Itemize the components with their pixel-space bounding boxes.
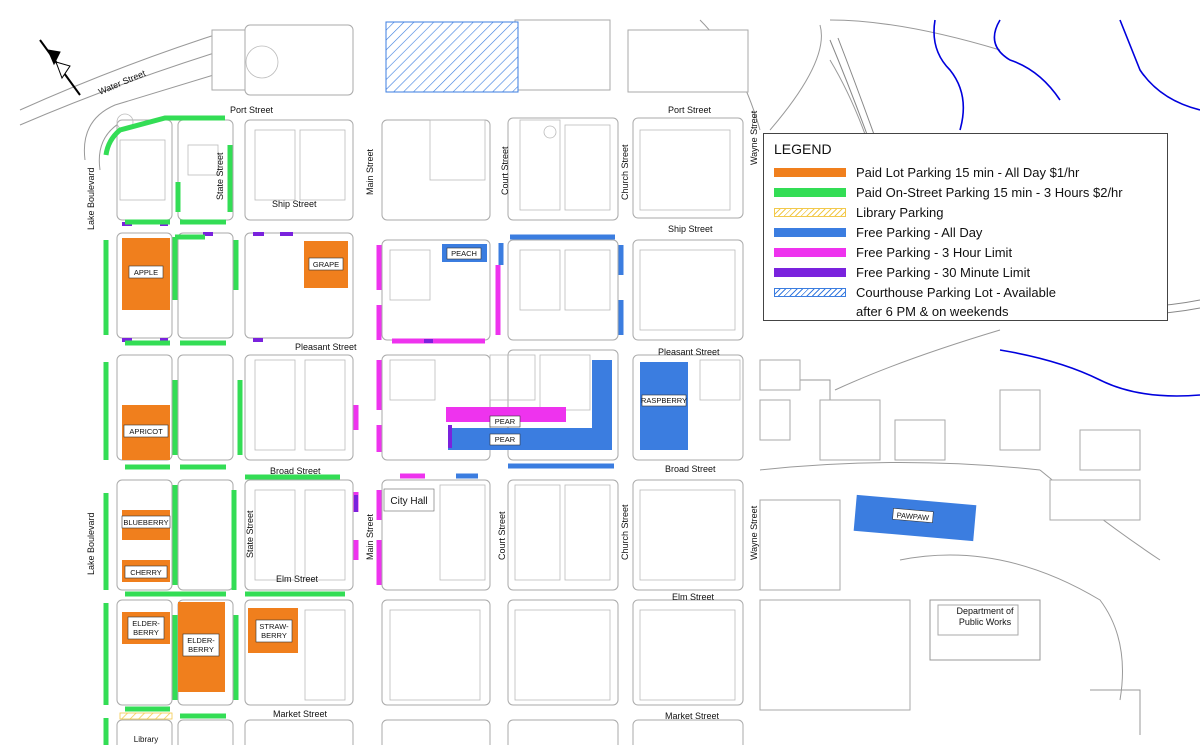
label-court-street: Court Street bbox=[500, 146, 510, 195]
svg-text:APPLE: APPLE bbox=[134, 268, 158, 277]
svg-text:PEACH: PEACH bbox=[451, 249, 477, 258]
library-parking bbox=[119, 712, 173, 720]
label-church-street-2: Church Street bbox=[620, 504, 630, 560]
svg-text:APRICOT: APRICOT bbox=[129, 427, 163, 436]
legend-item-paid-street: Paid On-Street Parking 15 min - 3 Hours … bbox=[774, 183, 1157, 203]
label-main-street-2: Main Street bbox=[365, 513, 375, 560]
lot-label-apple: APPLE bbox=[128, 265, 164, 279]
svg-text:STRAW-: STRAW- bbox=[259, 622, 289, 631]
free-all-day-street bbox=[456, 234, 624, 479]
courthouse-parking-lot bbox=[385, 21, 519, 93]
place-labels: City Hall Department of Public Works Lib… bbox=[134, 488, 1014, 744]
label-lake-boulevard-2: Lake Boulevard bbox=[86, 512, 96, 575]
river bbox=[933, 19, 1200, 397]
svg-text:RASPBERRY: RASPBERRY bbox=[641, 396, 687, 405]
label-market-street: Market Street bbox=[273, 709, 328, 719]
svg-text:BLUEBERRY: BLUEBERRY bbox=[123, 518, 168, 527]
svg-text:PEAR: PEAR bbox=[495, 417, 516, 426]
label-wayne-street-2: Wayne Street bbox=[749, 505, 759, 560]
swatch-courthouse bbox=[774, 288, 846, 297]
legend-label: Paid Lot Parking 15 min - All Day $1/hr bbox=[856, 165, 1080, 180]
label-wayne-street: Wayne Street bbox=[749, 110, 759, 165]
free-3hr bbox=[353, 245, 501, 585]
label-main-street: Main Street bbox=[365, 148, 375, 195]
legend: LEGEND Paid Lot Parking 15 min - All Day… bbox=[763, 133, 1168, 321]
lot-pear bbox=[448, 360, 612, 450]
svg-text:GRAPE: GRAPE bbox=[313, 260, 339, 269]
legend-item-courthouse: Courthouse Parking Lot - Available after… bbox=[774, 283, 1157, 319]
label-port-street: Port Street bbox=[230, 105, 274, 115]
svg-text:PAWPAW: PAWPAW bbox=[896, 511, 930, 523]
library-label: Library bbox=[134, 735, 158, 744]
label-court-street-2: Court Street bbox=[497, 511, 507, 560]
lot-label-grape: GRAPE bbox=[308, 257, 344, 271]
lot-label-blueberry: BLUEBERRY bbox=[121, 515, 171, 529]
svg-text:PEAR: PEAR bbox=[495, 435, 516, 444]
label-pleasant-street-right: Pleasant Street bbox=[658, 347, 720, 357]
label-water-street: Water Street bbox=[97, 68, 148, 97]
lot-label-pawpaw: PAWPAW bbox=[892, 507, 934, 524]
city-hall: City Hall bbox=[383, 488, 435, 512]
label-market-street-right: Market Street bbox=[665, 711, 720, 721]
svg-text:ELDER-: ELDER- bbox=[187, 636, 215, 645]
label-state-street: State Street bbox=[215, 152, 225, 200]
svg-text:BERRY: BERRY bbox=[188, 645, 214, 654]
swatch-free-3hr bbox=[774, 248, 846, 257]
lot-labels: APPLE GRAPE APRICOT BLUEBERRY CHERRY ELD… bbox=[121, 247, 934, 657]
swatch-paid-lot bbox=[774, 168, 846, 177]
dpw-label-1: Department of bbox=[956, 606, 1014, 616]
legend-label: Free Parking - All Day bbox=[856, 225, 983, 240]
svg-text:CHERRY: CHERRY bbox=[130, 568, 162, 577]
swatch-library bbox=[774, 208, 846, 217]
lot-label-cherry: CHERRY bbox=[124, 565, 168, 579]
legend-label: Free Parking - 30 Minute Limit bbox=[856, 265, 1031, 280]
north-arrow-icon bbox=[39, 39, 81, 96]
label-pleasant-street: Pleasant Street bbox=[295, 342, 357, 352]
pear-3hr-strip bbox=[446, 407, 566, 422]
legend-label: Free Parking - 3 Hour Limit bbox=[856, 245, 1013, 260]
label-ship-street: Ship Street bbox=[272, 199, 317, 209]
legend-label-2: after 6 PM & on weekends bbox=[856, 304, 1009, 319]
swatch-free-30min bbox=[774, 268, 846, 277]
legend-item-free-30min: Free Parking - 30 Minute Limit bbox=[774, 263, 1157, 283]
svg-text:ELDER-: ELDER- bbox=[132, 619, 160, 628]
label-port-street-right: Port Street bbox=[668, 105, 712, 115]
label-elm-street: Elm Street bbox=[276, 574, 319, 584]
label-ship-street-right: Ship Street bbox=[668, 224, 713, 234]
lot-label-raspberry: RASPBERRY bbox=[641, 394, 687, 407]
svg-text:City Hall: City Hall bbox=[390, 496, 427, 507]
dpw-label-2: Public Works bbox=[959, 617, 1012, 627]
paid-on-street bbox=[103, 115, 345, 745]
legend-item-free-all-day: Free Parking - All Day bbox=[774, 223, 1157, 243]
svg-text:BERRY: BERRY bbox=[133, 628, 159, 637]
lot-label-strawberry: STRAW-BERRY bbox=[255, 619, 293, 643]
legend-item-library: Library Parking bbox=[774, 203, 1157, 223]
buildings bbox=[116, 45, 741, 701]
lot-label-pear-bottom: PEAR bbox=[489, 433, 521, 446]
label-elm-street-right: Elm Street bbox=[672, 592, 715, 602]
label-lake-boulevard: Lake Boulevard bbox=[86, 167, 96, 230]
lot-label-peach: PEACH bbox=[446, 247, 482, 260]
label-broad-street: Broad Street bbox=[270, 466, 321, 476]
legend-title: LEGEND bbox=[774, 141, 832, 157]
lot-label-elderberry-2: ELDER-BERRY bbox=[182, 633, 220, 657]
lot-label-elderberry-1: ELDER-BERRY bbox=[127, 616, 165, 640]
label-broad-street-right: Broad Street bbox=[665, 464, 716, 474]
legend-item-free-3hr: Free Parking - 3 Hour Limit bbox=[774, 243, 1157, 263]
swatch-paid-street bbox=[774, 188, 846, 197]
svg-text:BERRY: BERRY bbox=[261, 631, 287, 640]
swatch-free-all-day bbox=[774, 228, 846, 237]
label-church-street: Church Street bbox=[620, 144, 630, 200]
legend-label: Library Parking bbox=[856, 205, 944, 220]
legend-item-paid-lot: Paid Lot Parking 15 min - All Day $1/hr bbox=[774, 163, 1157, 183]
legend-label: Courthouse Parking Lot - Available bbox=[856, 285, 1056, 300]
lot-label-apricot: APRICOT bbox=[123, 424, 169, 438]
legend-label: Paid On-Street Parking 15 min - 3 Hours … bbox=[856, 185, 1123, 200]
lot-label-pear-top: PEAR bbox=[489, 415, 521, 428]
label-state-street-2: State Street bbox=[245, 510, 255, 558]
